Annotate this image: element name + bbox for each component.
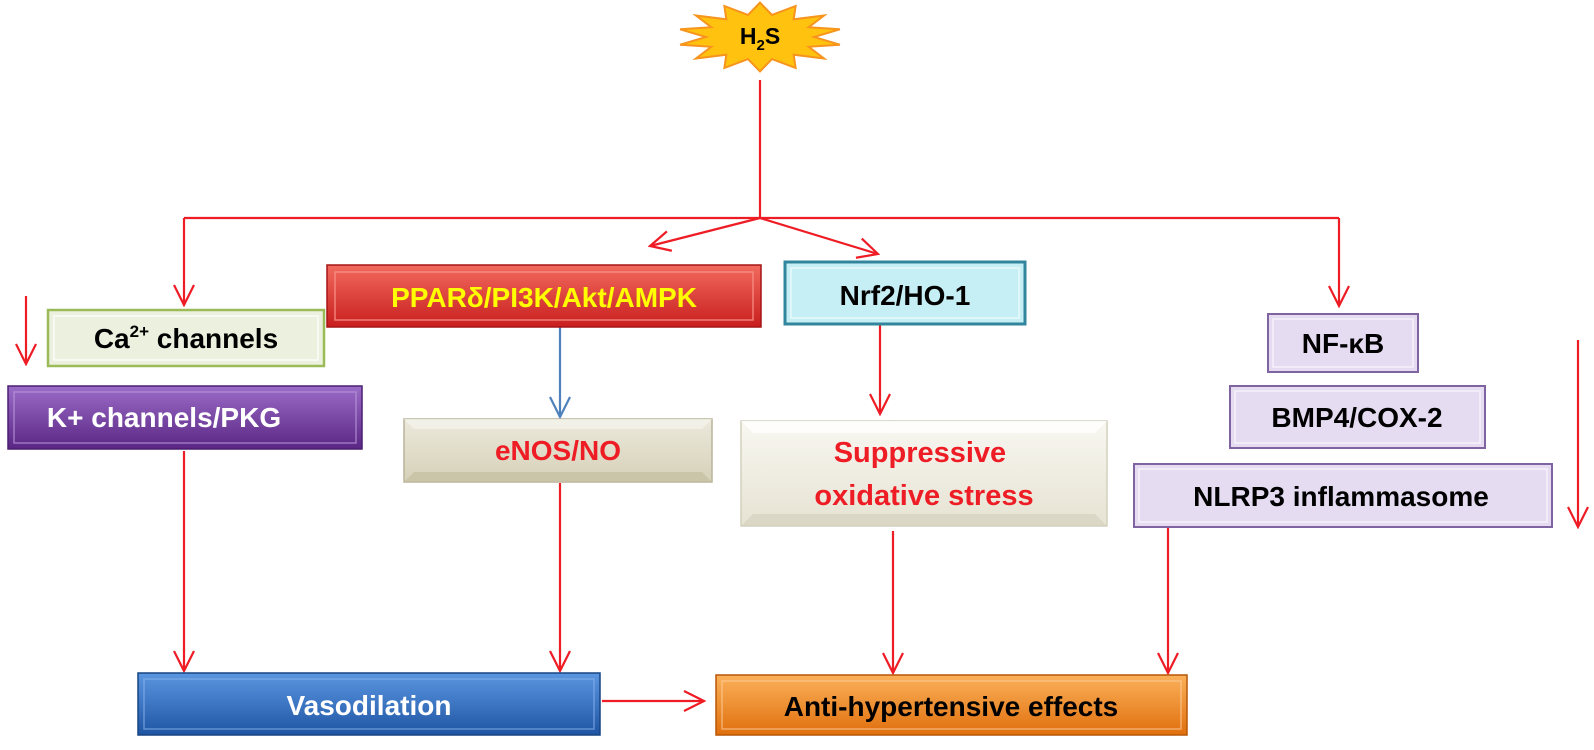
connectors [26, 80, 1578, 701]
nfkb-node: NF-κB [1267, 313, 1419, 373]
oxidative-node: Suppressive oxidative stress [740, 420, 1108, 527]
ca-channels-box [46, 308, 326, 368]
nrf2-label: Nrf2/HO-1 [840, 280, 971, 311]
ppar-node: PPARδ/PI3K/Akt/AMPK [326, 264, 762, 328]
nrf2-box [783, 260, 1027, 326]
vasodilation-node: Vasodilation [137, 672, 601, 736]
antihypertensive-node: Anti-hypertensive effects [715, 674, 1188, 736]
enos-box [403, 418, 713, 483]
h2s-label: H2S [740, 23, 780, 54]
k-channels-node: K+ channels/PKG [7, 385, 363, 450]
enos-label: eNOS/NO [495, 435, 621, 466]
enos-node: eNOS/NO [403, 418, 713, 483]
nlrp3-node: NLRP3 inflammasome [1133, 463, 1553, 528]
vasodilation-box [137, 672, 601, 736]
nlrp3-box [1133, 463, 1553, 528]
k-channels-box [7, 385, 363, 450]
h2s-node: H2S [679, 1, 841, 73]
nfkb-box [1267, 313, 1419, 373]
ca-channels-label: Ca2+ channels [94, 322, 278, 354]
nfkb-label: NF-κB [1302, 328, 1384, 359]
k-channels-label: K+ channels/PKG [47, 402, 281, 433]
ppar-box [326, 264, 762, 328]
ppar-label: PPARδ/PI3K/Akt/AMPK [391, 282, 697, 313]
bmp4-box [1229, 385, 1486, 449]
burst-shape [679, 1, 841, 73]
bmp4-node: BMP4/COX-2 [1229, 385, 1486, 449]
nlrp3-label: NLRP3 inflammasome [1193, 481, 1489, 512]
ca-channels-node: Ca2+ channels [46, 308, 326, 368]
arrow-to-ppar [650, 216, 761, 246]
nrf2-node: Nrf2/HO-1 [783, 260, 1027, 326]
vasodilation-label: Vasodilation [287, 690, 452, 721]
antihypertensive-box [715, 674, 1188, 736]
antihypertensive-label: Anti-hypertensive effects [784, 691, 1119, 722]
bmp4-label: BMP4/COX-2 [1271, 402, 1442, 433]
arrow-to-nrf2 [759, 216, 878, 254]
oxidative-label: Suppressive oxidative stress [814, 437, 1033, 512]
oxidative-box [740, 420, 1108, 527]
